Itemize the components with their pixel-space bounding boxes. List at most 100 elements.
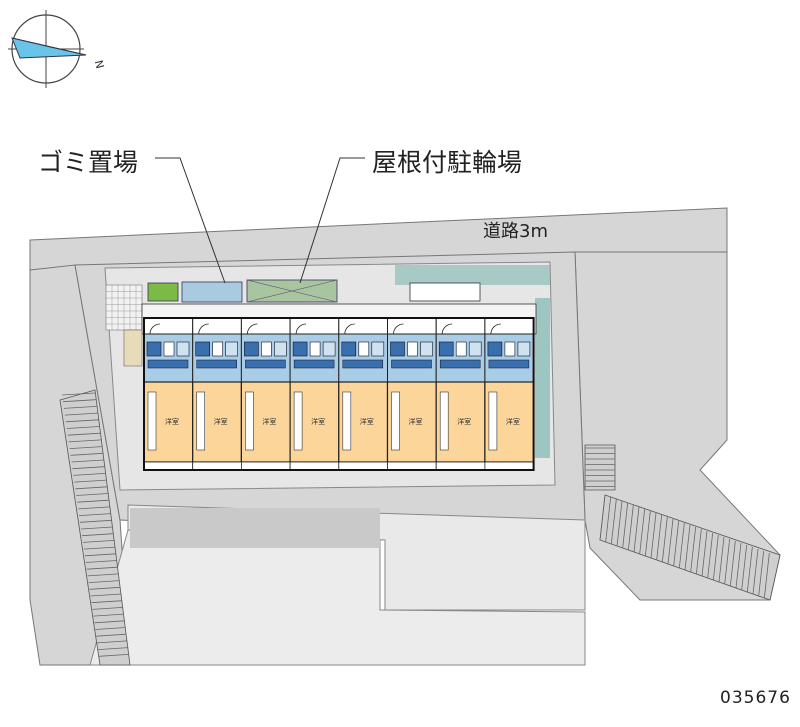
stair-step [80,519,112,523]
stair-step [627,504,634,551]
grid-paving [105,284,143,331]
toilet-icon [163,341,175,357]
apartment-unit: 洋室 [240,317,291,471]
room-label: 洋室 [457,417,471,426]
garbage-area [181,281,243,303]
stair-step [616,500,623,547]
bike-leader [299,157,365,284]
apartment-unit: 洋室 [338,317,389,471]
bath-icon [292,341,308,357]
unit-wet-area [240,333,291,383]
stair-step [64,412,98,416]
door-swing [198,323,209,335]
stair-step [98,647,129,650]
unit-balcony [289,461,340,471]
closet-icon [439,391,449,451]
stair-step [707,532,714,579]
kitchen-icon [342,359,384,369]
stair-step [656,514,663,561]
stair-step [622,502,629,549]
stair-step [667,518,674,565]
stair-step [684,524,691,571]
sink-icon [322,341,336,357]
bath-icon [244,341,259,357]
stair-step [605,496,612,543]
toilet-icon [504,341,516,357]
door-swing [149,323,161,335]
stair-step [62,399,96,403]
unit-entry [240,317,291,335]
stair-step [63,406,97,409]
stair-step [633,506,640,553]
stair-step [650,512,657,559]
apartment-unit: 洋室 [435,317,486,471]
stair-step [61,392,96,396]
sink-icon [371,341,385,357]
stair-step [87,573,119,577]
stair-step [599,494,606,541]
bath-icon [390,341,405,357]
teal-strip [395,265,550,285]
bath-icon [487,341,503,357]
right-stair-steps [585,447,770,599]
stair-step [69,446,103,449]
door-swing [441,323,453,335]
stair-step [97,640,128,644]
stair-step [91,600,123,604]
sink-icon [274,341,287,357]
stair-step [735,542,742,589]
toilet-icon [358,341,370,357]
stair-step [80,526,113,530]
kitchen-icon [245,359,286,369]
sink-icon [468,341,482,357]
right-stairs [584,444,781,601]
stair-step [93,613,124,617]
apartment-unit: 洋室 [386,317,437,471]
garbage-label: ゴミ置場 [38,148,139,177]
stair-step [690,526,697,573]
stair-step [89,586,121,590]
stair-step [741,544,748,591]
stair-step [71,459,104,463]
unit-wet-area [143,333,194,383]
stair-step [86,566,118,570]
toilet-icon [212,341,223,357]
unit-entry [289,317,340,335]
unit-entry [435,317,486,335]
toilet-icon [261,341,272,357]
unit-balcony [387,461,437,471]
stair-step [74,479,107,483]
property-code: 035676 [720,688,791,708]
stair-step [644,510,651,557]
stair-step [70,452,103,456]
room-label: 洋室 [409,417,423,426]
unit-wet-area [289,333,340,383]
sink-icon [176,341,190,357]
toilet-icon [407,341,418,357]
bike-parking-label: 屋根付駐輪場 [372,148,523,177]
unit-entry [387,317,437,335]
unit-entry [192,317,242,335]
stair-step [718,536,725,583]
stair-step [92,607,124,610]
bath-icon [195,341,210,357]
unit-wet-area [192,333,242,383]
stair-step [82,540,115,543]
unit-balcony [240,461,291,471]
bath-icon [146,341,162,357]
room-label: 洋室 [360,417,374,426]
stair-step [695,528,702,575]
unit-balcony [484,461,534,471]
kitchen-icon [391,359,432,369]
door-swing [393,323,404,335]
toilet-icon [309,341,321,357]
unit-balcony [143,461,194,471]
stair-step [68,439,102,443]
apartment-unit: 洋室 [289,317,340,471]
stair-step [639,508,646,555]
kitchen-icon [439,359,481,369]
left-stair-steps [61,392,130,657]
door-swing [247,323,258,335]
unit-balcony [435,461,486,471]
kitchen-icon [196,359,237,369]
